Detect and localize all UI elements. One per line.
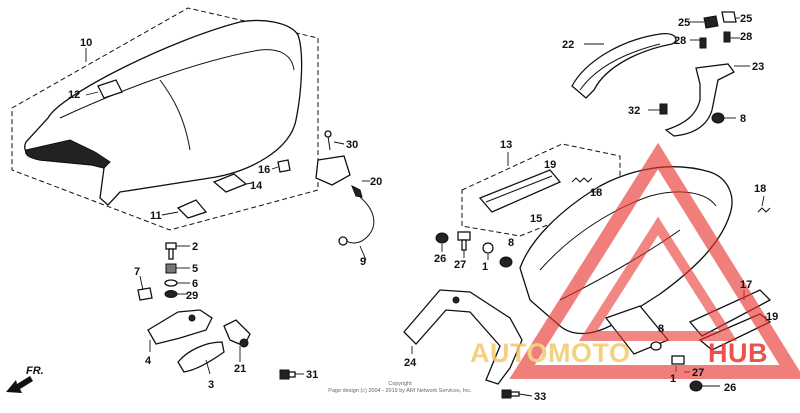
callout-32[interactable]: 32 [628,105,640,117]
callout-21[interactable]: 21 [234,363,246,375]
collar-16[interactable] [277,159,291,173]
callout-2[interactable]: 2 [192,241,198,253]
callout-14[interactable]: 14 [250,180,263,192]
callout-20[interactable]: 20 [370,176,382,188]
grommet-1-lower[interactable] [650,341,662,351]
callout-12[interactable]: 12 [68,89,80,101]
callout-13[interactable]: 13 [500,139,512,151]
bolt-32[interactable] [659,103,668,115]
callout-25-right[interactable]: 25 [740,13,752,25]
callout-23[interactable]: 23 [752,61,764,73]
rubber-26-upper[interactable] [435,232,449,244]
grab-rail-22[interactable] [571,33,677,99]
seat-lock-21[interactable] [223,319,251,348]
callout-4[interactable]: 4 [145,355,152,367]
callout-17[interactable]: 17 [740,279,752,291]
collar-8-mid[interactable] [499,256,513,268]
callout-6[interactable]: 6 [192,278,198,290]
watermark-triangle-inner [578,216,738,341]
callout-11[interactable]: 11 [150,210,162,222]
callout-30[interactable]: 30 [346,139,358,151]
callout-26-lower[interactable]: 26 [724,382,736,394]
callout-1-upper[interactable]: 1 [482,261,488,273]
callout-27-upper[interactable]: 27 [454,259,466,271]
seat-group-outline [11,7,319,231]
callout-16[interactable]: 16 [258,164,270,176]
watermark-logo: AUTOMOTO HUB [470,142,800,379]
callout-24[interactable]: 24 [404,357,417,369]
spring-5[interactable] [165,263,177,274]
bolt-28-right[interactable] [723,31,731,43]
seat-bracket-11[interactable] [176,199,208,219]
tool-case-15[interactable] [478,169,562,213]
callout-labels: 10 12 11 14 16 30 20 9 2 7 5 6 29 4 21 3… [68,13,778,403]
grab-rail-23[interactable] [664,63,735,137]
callout-27-lower[interactable]: 27 [692,367,704,379]
bolt-2[interactable] [165,242,177,260]
cover-3[interactable] [177,341,225,373]
callout-22[interactable]: 22 [562,39,574,51]
screw-31[interactable] [279,369,296,380]
cap-25-left[interactable] [703,15,719,29]
washer-6[interactable] [164,279,178,287]
copyright-line-1: Copyright [388,381,412,387]
callout-1-lower[interactable]: 1 [670,373,676,385]
front-arrow-icon [6,376,33,393]
callout-19-upper[interactable]: 19 [544,159,556,171]
callout-3[interactable]: 3 [208,379,214,391]
bolt-28-left[interactable] [699,37,707,49]
callout-8-mid[interactable]: 8 [508,237,514,249]
callout-28-right[interactable]: 28 [740,31,752,43]
clip-7[interactable] [137,275,153,301]
cap-25-right[interactable] [721,11,737,23]
direction-label: FR. [26,365,44,377]
watermark-text-hub: HUB [708,338,768,368]
callout-31[interactable]: 31 [306,369,318,381]
watermark-text-automoto: AUTOMOTO [470,338,631,368]
callout-25-left[interactable]: 25 [678,17,690,29]
seat-catch-4[interactable] [147,309,213,345]
seat-lock-cable[interactable] [315,130,375,246]
bolt-27-lower[interactable] [671,355,685,365]
callout-18-right[interactable]: 18 [754,183,766,195]
callout-10[interactable]: 10 [80,37,92,49]
leader-lines [85,17,767,397]
collar-8-top[interactable] [711,112,725,124]
rubber-26-lower[interactable] [689,380,703,392]
spring-18-left[interactable] [571,177,593,183]
callout-5[interactable]: 5 [192,263,198,275]
callout-9[interactable]: 9 [360,256,366,268]
callout-8-lower[interactable]: 8 [658,323,664,335]
seat[interactable] [24,19,303,206]
callout-29[interactable]: 29 [186,290,198,302]
callout-28-left[interactable]: 28 [674,35,686,47]
callout-26-upper[interactable]: 26 [434,253,446,265]
copyright-footer: Copyright Page design (c) 2004 - 2019 by… [328,381,472,394]
watermark-triangle-outer [509,142,800,379]
grommet-1-upper[interactable] [482,242,494,254]
callout-18-left[interactable]: 18 [590,187,602,199]
cushion-rubber-12[interactable] [97,79,123,99]
bolt-33[interactable] [501,389,520,399]
callout-19-lower[interactable]: 19 [766,311,778,323]
bolt-27-upper[interactable] [457,231,471,251]
front-direction-indicator: FR. [6,365,44,393]
nut-29[interactable] [164,290,178,298]
copyright-line-2: Page design (c) 2004 - 2019 by ARI Netwo… [328,388,472,394]
callout-8-top[interactable]: 8 [740,113,746,125]
callout-33[interactable]: 33 [534,391,546,403]
callout-7[interactable]: 7 [134,266,140,278]
spring-18-right[interactable] [757,207,771,213]
callout-15[interactable]: 15 [530,213,542,225]
seat-bracket-24[interactable] [403,289,523,385]
